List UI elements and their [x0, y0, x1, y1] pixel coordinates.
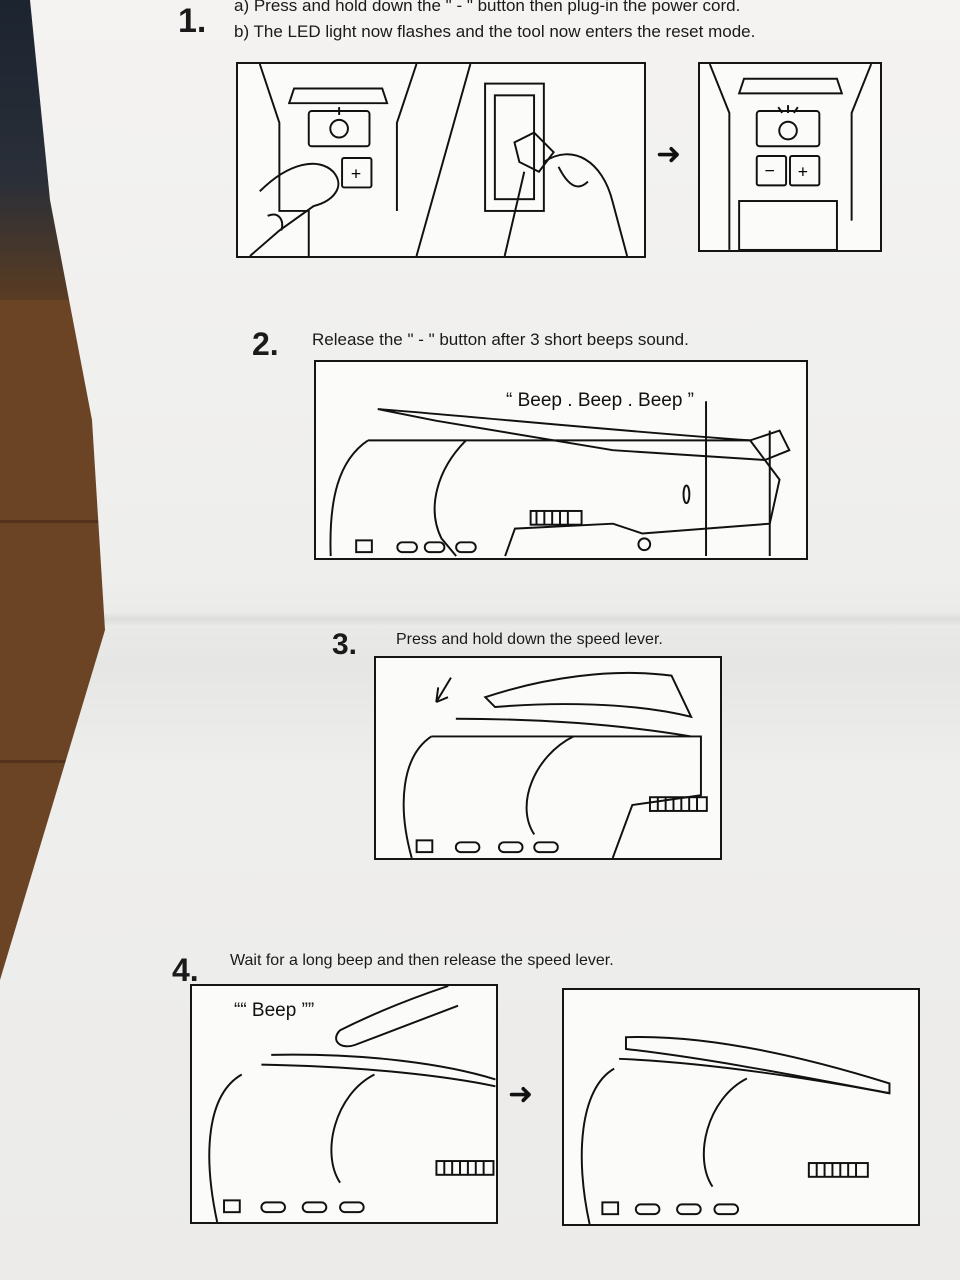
step-4-text: Wait for a long beep and then release th…: [230, 952, 614, 969]
step-1-panel-press-plug: +: [236, 62, 646, 258]
step-4-beep-text: ““ Beep ””: [234, 1000, 315, 1021]
step-1-line-a: a) Press and hold down the " - " button …: [234, 0, 741, 15]
step-4-released-illustration: [580, 1035, 891, 1224]
step-4-number: 4.: [172, 952, 199, 988]
step-2-number: 2.: [252, 326, 279, 362]
step-4-holding-illustration: [208, 986, 496, 1222]
step-3-tool-illustration: [402, 671, 708, 858]
step-2-text: Release the " - " button after 3 short b…: [312, 330, 689, 349]
step-1-line-b: b) The LED light now flashes and the too…: [234, 22, 756, 41]
minus-button-glyph: −: [765, 161, 775, 181]
plus-button-glyph: +: [351, 164, 361, 184]
wood-grain: [0, 520, 120, 523]
step-1-reset-mode-illustration: − +: [708, 64, 873, 250]
step-4-panel-released: [562, 988, 920, 1226]
arrow-right-icon: ➜: [508, 1078, 534, 1111]
step-3-number: 3.: [332, 628, 358, 661]
step-1-number: 1.: [178, 2, 207, 40]
step-4-panel-holding: ““ Beep ””: [190, 984, 498, 1224]
step-3-panel: [374, 656, 722, 860]
step-3-text: Press and hold down the speed lever.: [396, 631, 663, 648]
step-2-tool-illustration: [329, 401, 791, 557]
wood-grain: [0, 760, 120, 763]
step-1-press-plug-illustration: +: [249, 64, 629, 256]
step-1-panel-reset-mode: − +: [698, 62, 882, 252]
arrow-right-icon: ➜: [656, 138, 682, 171]
step-2-beep-text: “ Beep . Beep . Beep ”: [506, 390, 695, 411]
step-2-panel: “ Beep . Beep . Beep ”: [314, 360, 808, 560]
plus-button-glyph: +: [798, 162, 808, 182]
paper-fold: [60, 612, 960, 626]
